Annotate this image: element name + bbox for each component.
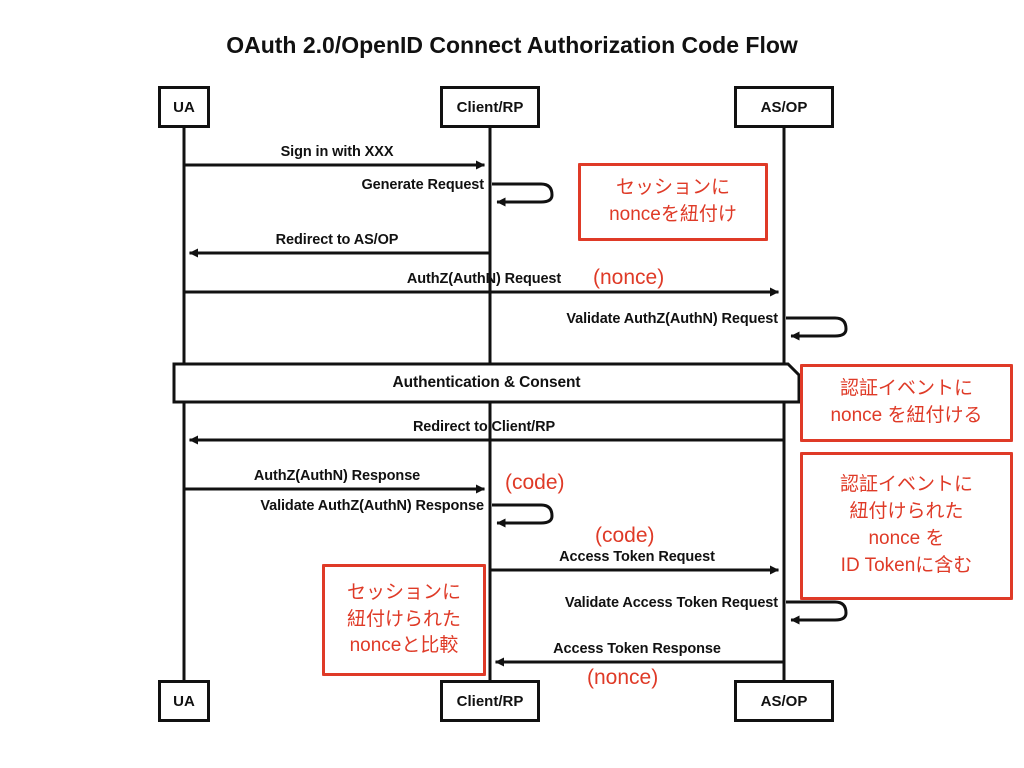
actor-box-client-top[interactable]: Client/RP xyxy=(440,86,540,128)
note-line: セッションに xyxy=(346,581,461,603)
inline-annotation-code1: (code) xyxy=(505,471,565,494)
actor-box-ua-top[interactable]: UA xyxy=(158,86,210,128)
note-note-compare-nonce: セッションに紐付けられた nonceと比較 xyxy=(322,564,486,676)
message-label-m7: AuthZ(AuthN) Response xyxy=(253,468,421,484)
message-label-m2: Generate Request xyxy=(361,177,485,193)
actor-box-as-top[interactable]: AS/OP xyxy=(734,86,834,128)
message-label-m1: Sign in with XXX xyxy=(280,144,394,160)
note-line: nonceを紐付け xyxy=(609,204,737,225)
note-line: 紐付けられた xyxy=(346,608,461,630)
note-line: nonce を紐付ける xyxy=(830,405,983,426)
inline-annotation-code2: (code) xyxy=(595,524,655,547)
actor-label: UA xyxy=(173,98,195,116)
diagram-title: OAuth 2.0/OpenID Connect Authorization C… xyxy=(226,32,798,58)
message-label-m10: Validate Access Token Request xyxy=(564,595,778,611)
note-line: 認証イベントに xyxy=(839,474,973,496)
inline-annotation-nonce1: (nonce) xyxy=(593,266,665,289)
note-line: nonceと比較 xyxy=(349,635,459,657)
message-label-m8: Validate AuthZ(AuthN) Response xyxy=(260,498,484,514)
note-line: セッションに xyxy=(615,177,730,199)
note-note-session-nonce: セッションに nonceを紐付け xyxy=(578,163,768,241)
inline-annotation-nonce2: (nonce) xyxy=(587,666,659,689)
actor-box-ua-bottom[interactable]: UA xyxy=(158,680,210,722)
actor-box-client-bottom[interactable]: Client/RP xyxy=(440,680,540,722)
actor-label: AS/OP xyxy=(760,98,808,116)
message-label-m11: Access Token Response xyxy=(553,641,721,657)
self-message-m5[interactable] xyxy=(786,316,848,341)
actor-label: UA xyxy=(173,692,195,710)
band-corner-notch xyxy=(787,363,800,376)
actor-label: Client/RP xyxy=(456,692,524,710)
note-line: 紐付けられた xyxy=(849,501,964,523)
message-label-m3: Redirect to AS/OP xyxy=(275,232,399,248)
actor-label: Client/RP xyxy=(456,98,524,116)
note-line: 認証イベントに xyxy=(839,378,973,400)
self-message-m8[interactable] xyxy=(492,503,554,528)
actor-label: AS/OP xyxy=(760,692,808,710)
self-message-m2[interactable] xyxy=(492,182,554,207)
note-note-auth-event-bind: 認証イベントに nonce を紐付ける xyxy=(800,364,1013,442)
message-label-m4: AuthZ(AuthN) Request xyxy=(406,271,562,287)
note-note-id-token-nonce: 認証イベントに紐付けられた nonce を ID Tokenに含む xyxy=(800,452,1013,600)
message-label-m9: Access Token Request xyxy=(559,549,715,565)
actor-box-as-bottom[interactable]: AS/OP xyxy=(734,680,834,722)
message-label-m6: Redirect to Client/RP xyxy=(412,419,556,435)
note-line: nonce を xyxy=(868,528,945,549)
self-message-m10[interactable] xyxy=(786,600,848,625)
note-line: ID Tokenに含む xyxy=(840,554,973,576)
band-label: Authentication & Consent xyxy=(392,374,581,391)
authentication-consent-band xyxy=(172,362,801,404)
message-label-m5: Validate AuthZ(AuthN) Request xyxy=(566,311,778,327)
